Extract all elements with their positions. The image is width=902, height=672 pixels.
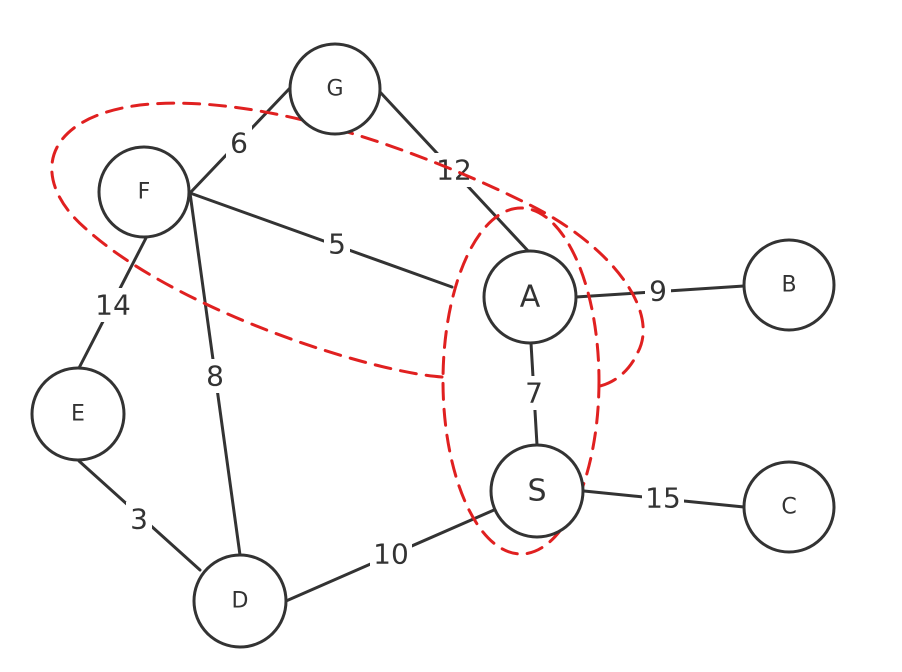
weight-A-B: 9 bbox=[649, 275, 667, 308]
node-A-label: A bbox=[520, 280, 541, 315]
weight-E-D: 3 bbox=[130, 503, 148, 536]
node-C-label: C bbox=[781, 495, 796, 520]
node-B[interactable]: B bbox=[742, 238, 836, 332]
weight-F-A: 5 bbox=[328, 228, 346, 261]
cluster-outline-fga bbox=[50, 101, 645, 388]
weight-A-S: 7 bbox=[525, 377, 543, 410]
weight-D-S: 10 bbox=[373, 538, 409, 571]
node-S[interactable]: S bbox=[489, 443, 585, 539]
weight-S-C: 15 bbox=[645, 482, 681, 515]
node-C[interactable]: C bbox=[742, 460, 836, 554]
node-G[interactable]: G bbox=[288, 42, 382, 136]
node-D[interactable]: D bbox=[192, 553, 288, 649]
node-E-label: E bbox=[71, 402, 85, 427]
node-E[interactable]: E bbox=[30, 366, 126, 462]
weight-F-E: 14 bbox=[95, 289, 131, 322]
edge-weights: 6 12 5 14 8 9 7 15 3 10 bbox=[92, 126, 684, 571]
node-G-label: G bbox=[326, 77, 343, 102]
weight-F-D: 8 bbox=[206, 360, 224, 393]
node-B-label: B bbox=[781, 273, 796, 298]
node-F-label: F bbox=[138, 180, 151, 205]
clusters bbox=[50, 101, 645, 556]
node-D-label: D bbox=[232, 589, 249, 614]
node-A[interactable]: A bbox=[482, 249, 578, 345]
weight-F-G: 6 bbox=[230, 127, 248, 160]
cluster-outline-as bbox=[441, 206, 601, 556]
node-S-label: S bbox=[527, 474, 546, 509]
edge-F-A bbox=[188, 191, 454, 289]
weight-G-A: 12 bbox=[436, 154, 472, 187]
node-F[interactable]: F bbox=[97, 145, 191, 239]
nodes: G F A B E S C D bbox=[30, 42, 836, 649]
